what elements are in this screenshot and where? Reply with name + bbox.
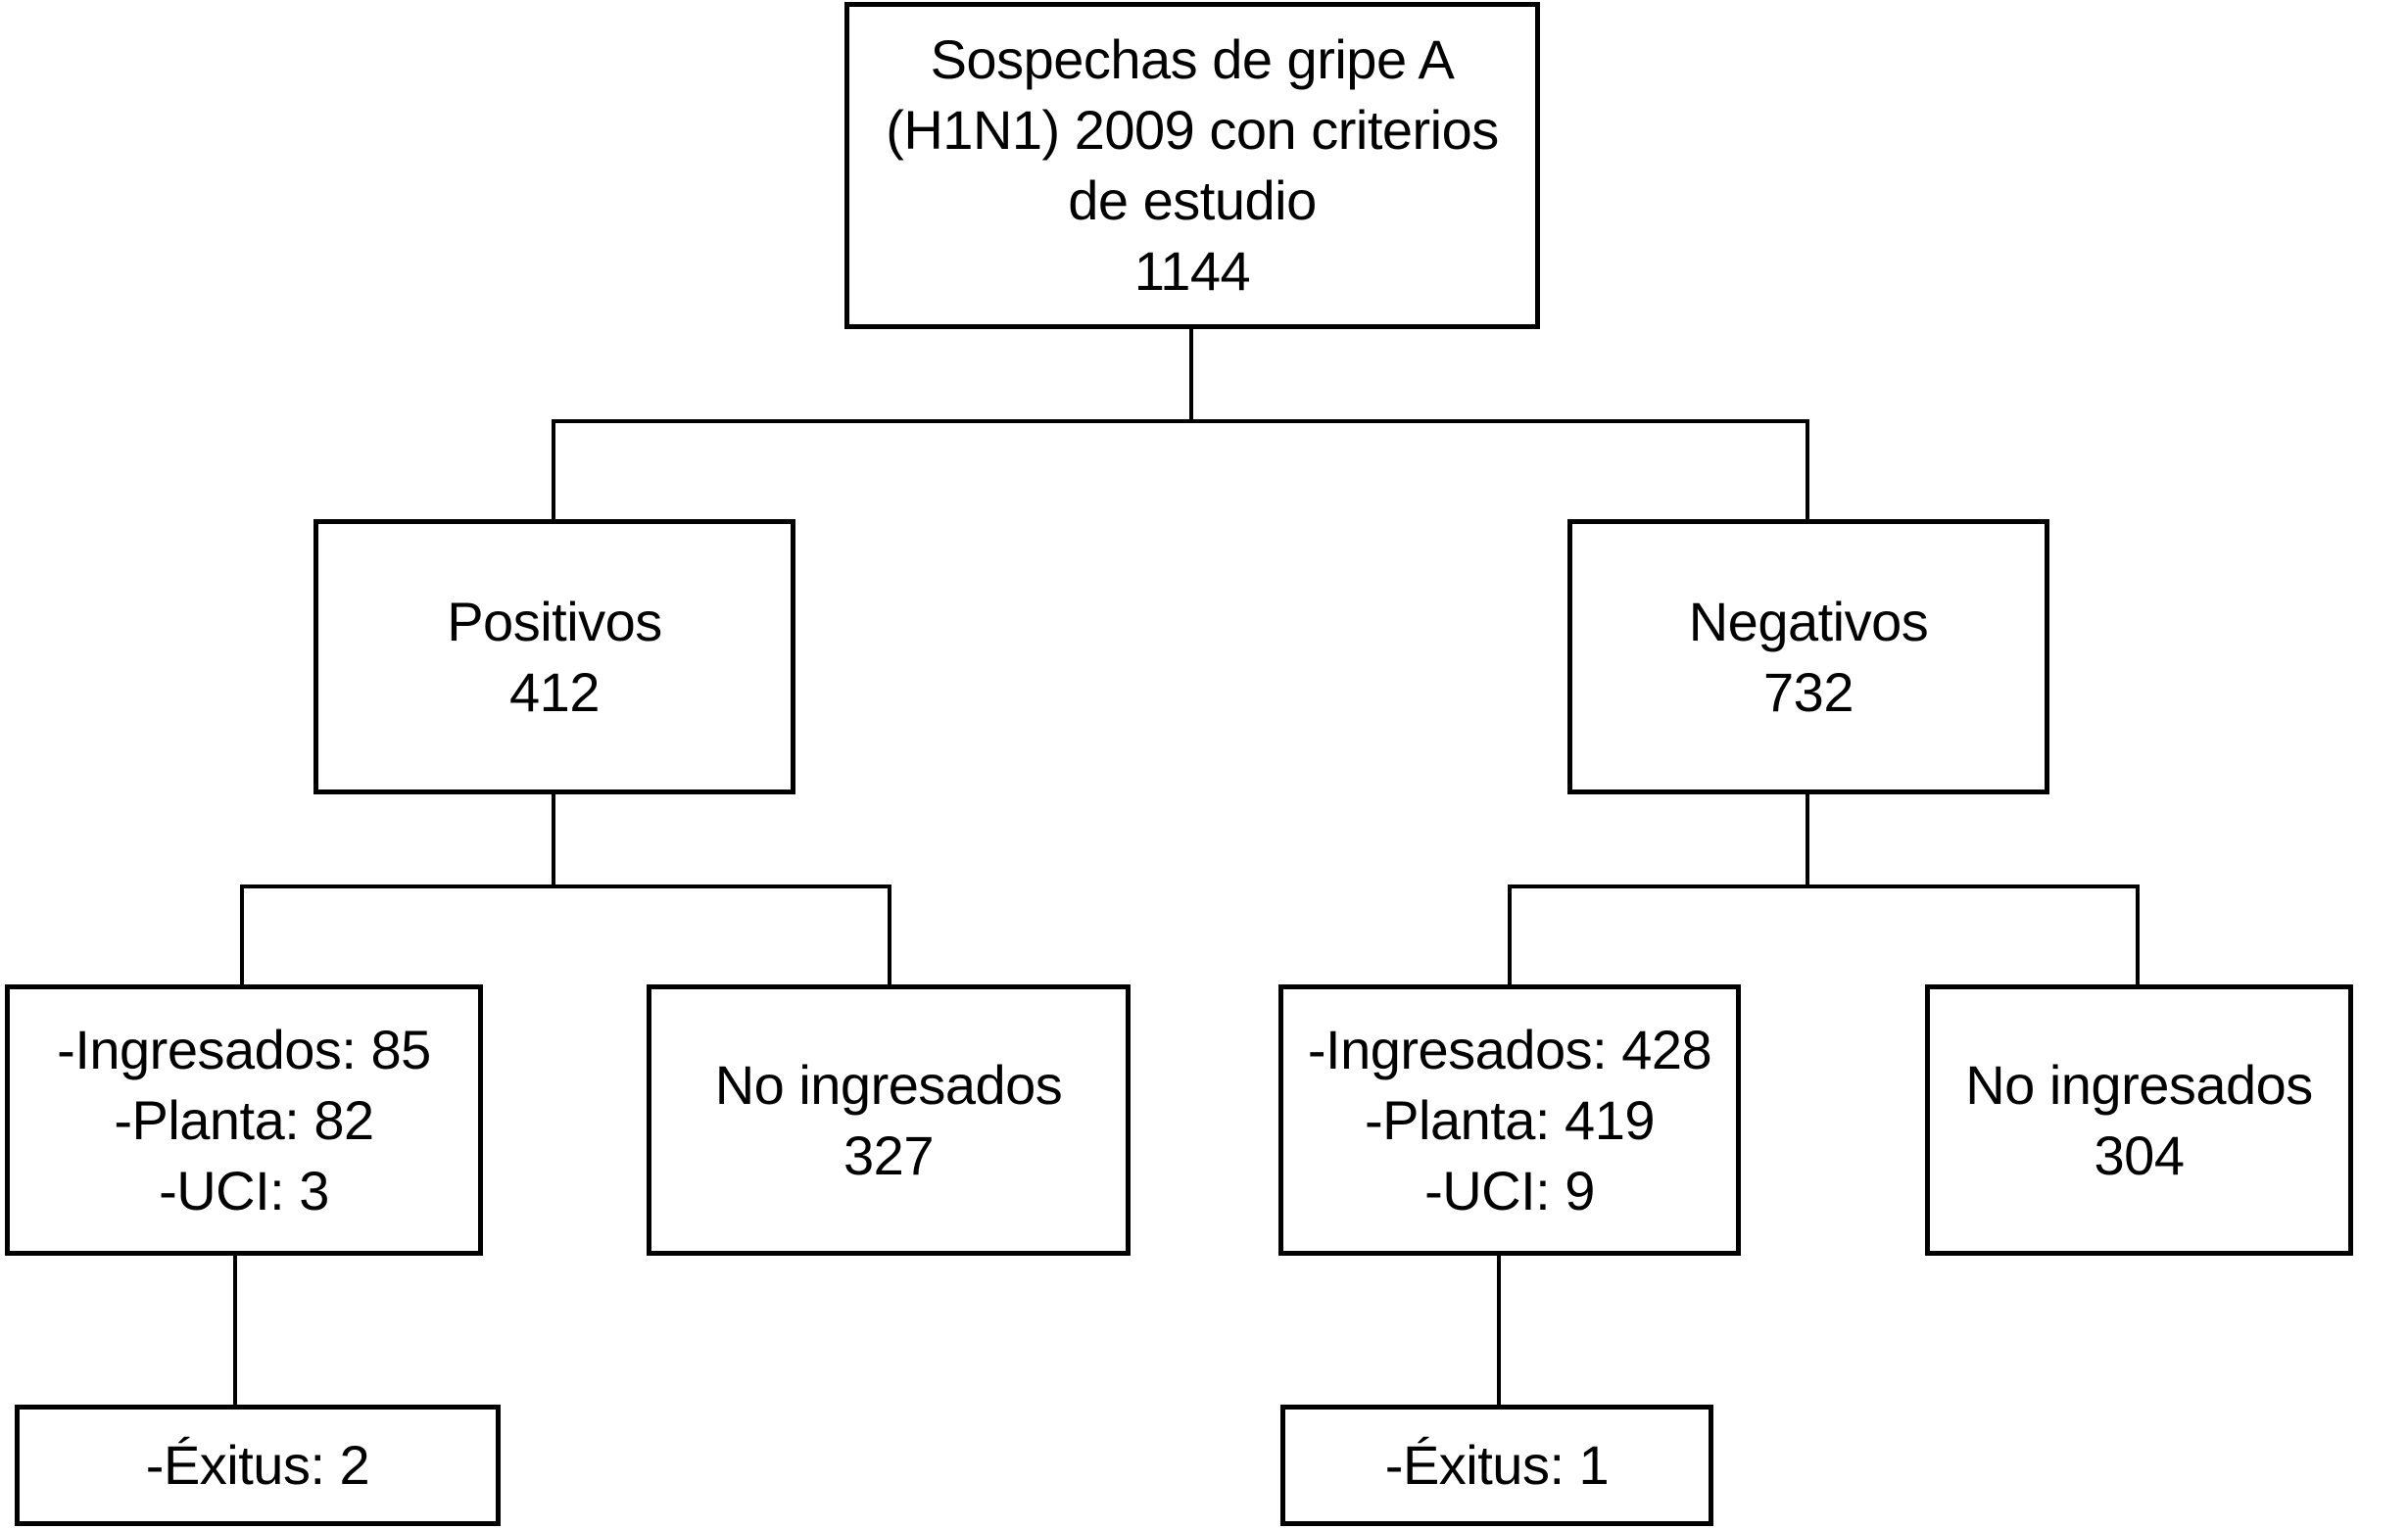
node-pos-no-ingresados-value: 327 [843, 1124, 934, 1186]
connector-to-pos-no-ingresados [888, 885, 891, 988]
node-root: Sospechas de gripe A (H1N1) 2009 con cri… [844, 2, 1540, 329]
node-root-line-3: de estudio [1068, 169, 1317, 231]
node-neg-ingresados-line-1: -Ingresados: 428 [1307, 1018, 1712, 1080]
connector-root-down [1189, 327, 1193, 423]
connector-to-neg-ingresados [1508, 885, 1512, 988]
connector-positivos-branch-horizontal [240, 885, 891, 888]
connector-negativos-down [1806, 792, 1809, 888]
connector-level1-horizontal [552, 419, 1809, 423]
node-positivos-value: 412 [509, 660, 600, 723]
node-pos-ingresados-line-2: -Planta: 82 [114, 1088, 374, 1151]
node-pos-no-ingresados: No ingresados 327 [647, 984, 1131, 1256]
node-neg-ingresados: -Ingresados: 428 -Planta: 419 -UCI: 9 [1278, 984, 1741, 1256]
connector-to-pos-ingresados [240, 885, 244, 988]
node-neg-ingresados-line-3: -UCI: 9 [1424, 1159, 1595, 1221]
node-neg-no-ingresados: No ingresados 304 [1925, 984, 2353, 1256]
node-root-value: 1144 [1133, 240, 1251, 302]
node-root-line-2: (H1N1) 2009 con criterios [886, 99, 1499, 161]
connector-positivos-down [552, 792, 555, 888]
connector-to-neg-exitus [1497, 1252, 1501, 1409]
node-neg-exitus: -Éxitus: 1 [1280, 1405, 1713, 1526]
node-pos-ingresados-line-3: -UCI: 3 [159, 1159, 329, 1221]
node-neg-no-ingresados-label: No ingresados [1965, 1053, 2313, 1116]
connector-to-pos-exitus [233, 1252, 237, 1409]
connector-negativos-branch-horizontal [1508, 885, 2140, 888]
node-pos-no-ingresados-label: No ingresados [714, 1053, 1063, 1116]
connector-to-negativos [1806, 419, 1809, 523]
node-negativos-label: Negativos [1688, 590, 1929, 652]
node-neg-no-ingresados-value: 304 [2094, 1124, 2185, 1186]
node-root-line-1: Sospechas de gripe A [930, 28, 1455, 90]
node-pos-exitus: -Éxitus: 2 [15, 1405, 501, 1526]
node-pos-exitus-label: -Éxitus: 2 [145, 1434, 370, 1496]
node-positivos-label: Positivos [447, 590, 662, 652]
connector-to-positivos [552, 419, 555, 523]
node-negativos: Negativos 732 [1567, 519, 2049, 794]
node-pos-ingresados-line-1: -Ingresados: 85 [57, 1018, 431, 1080]
node-neg-exitus-label: -Éxitus: 1 [1384, 1434, 1610, 1496]
node-neg-ingresados-line-2: -Planta: 419 [1365, 1088, 1655, 1151]
node-pos-ingresados: -Ingresados: 85 -Planta: 82 -UCI: 3 [5, 984, 483, 1256]
connector-to-neg-no-ingresados [2136, 885, 2140, 988]
node-positivos: Positivos 412 [313, 519, 795, 794]
node-negativos-value: 732 [1763, 660, 1854, 723]
